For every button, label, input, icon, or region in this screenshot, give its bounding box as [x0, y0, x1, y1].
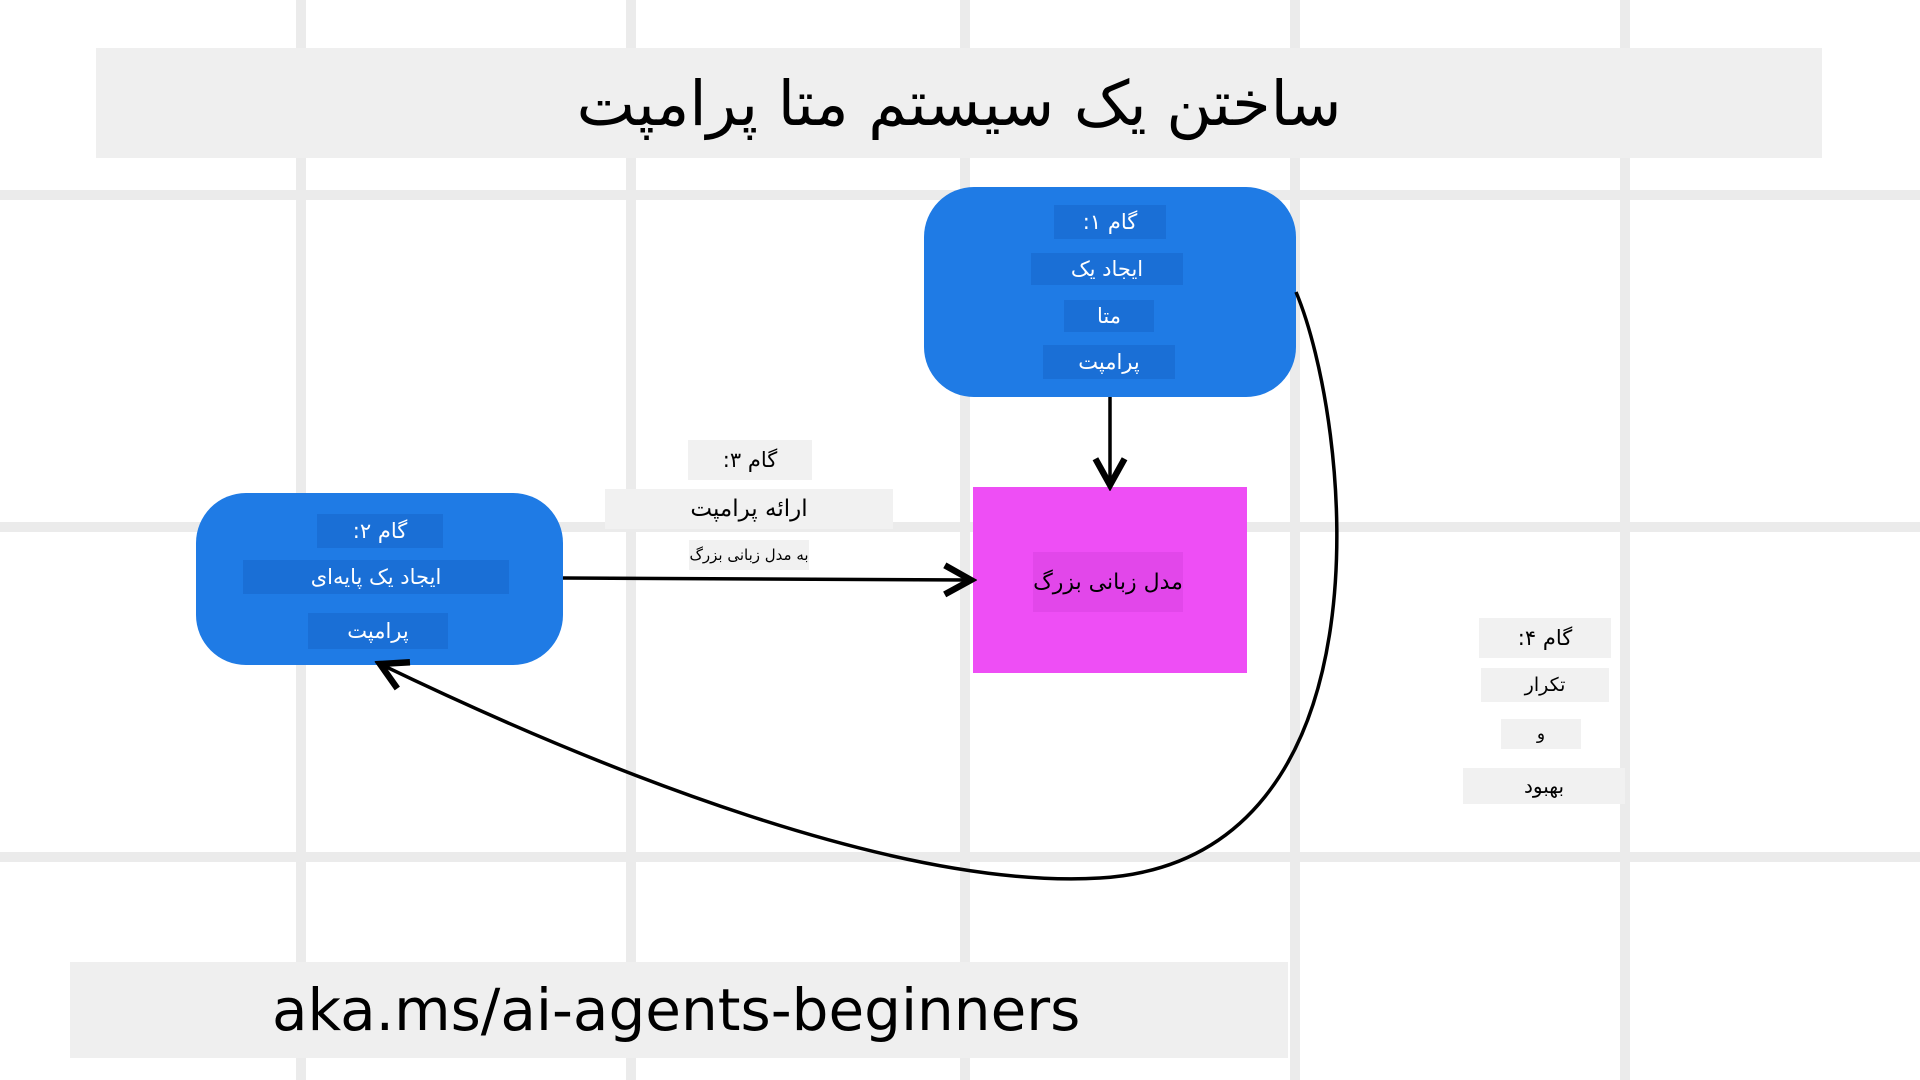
grid-line — [0, 852, 1920, 862]
step3-line2: به مدل زبانی بزرگ — [689, 540, 809, 570]
step4-line3: بهبود — [1463, 768, 1625, 804]
grid-line — [960, 0, 970, 1080]
footer-banner — [70, 962, 1288, 1058]
diagram-title: ساختن یک سیستم متا پرامپت — [576, 66, 1342, 140]
step3-label: گام ۳: — [688, 440, 812, 480]
step1-line1: ایجاد یک — [1031, 253, 1183, 285]
step2-line2: پرامپت — [308, 613, 448, 649]
grid-line — [0, 522, 1920, 532]
step3-line1: ارائه پرامپت — [605, 489, 893, 529]
title-banner — [96, 48, 1822, 158]
step1-line3: پرامپت — [1043, 345, 1175, 379]
llm-label: مدل زبانی بزرگ — [1033, 552, 1183, 612]
step2-line1: ایجاد یک پایه‌ای — [243, 560, 509, 594]
step2-label: گام ۲: — [317, 514, 443, 548]
step4-line2: و — [1501, 719, 1581, 749]
grid-line — [626, 0, 636, 1080]
step4-label: گام ۴: — [1479, 618, 1611, 658]
step1-line2: متا — [1064, 300, 1154, 332]
footer-link[interactable]: aka.ms/ai-agents-beginners — [272, 976, 1081, 1044]
grid-line — [1620, 0, 1630, 1080]
arrow-step2-to-llm — [562, 578, 971, 580]
grid-line — [1290, 0, 1300, 1080]
step1-label: گام ۱: — [1054, 205, 1166, 239]
step4-line1: تکرار — [1481, 668, 1609, 702]
arrow-step1-to-step2-loop — [380, 291, 1339, 881]
